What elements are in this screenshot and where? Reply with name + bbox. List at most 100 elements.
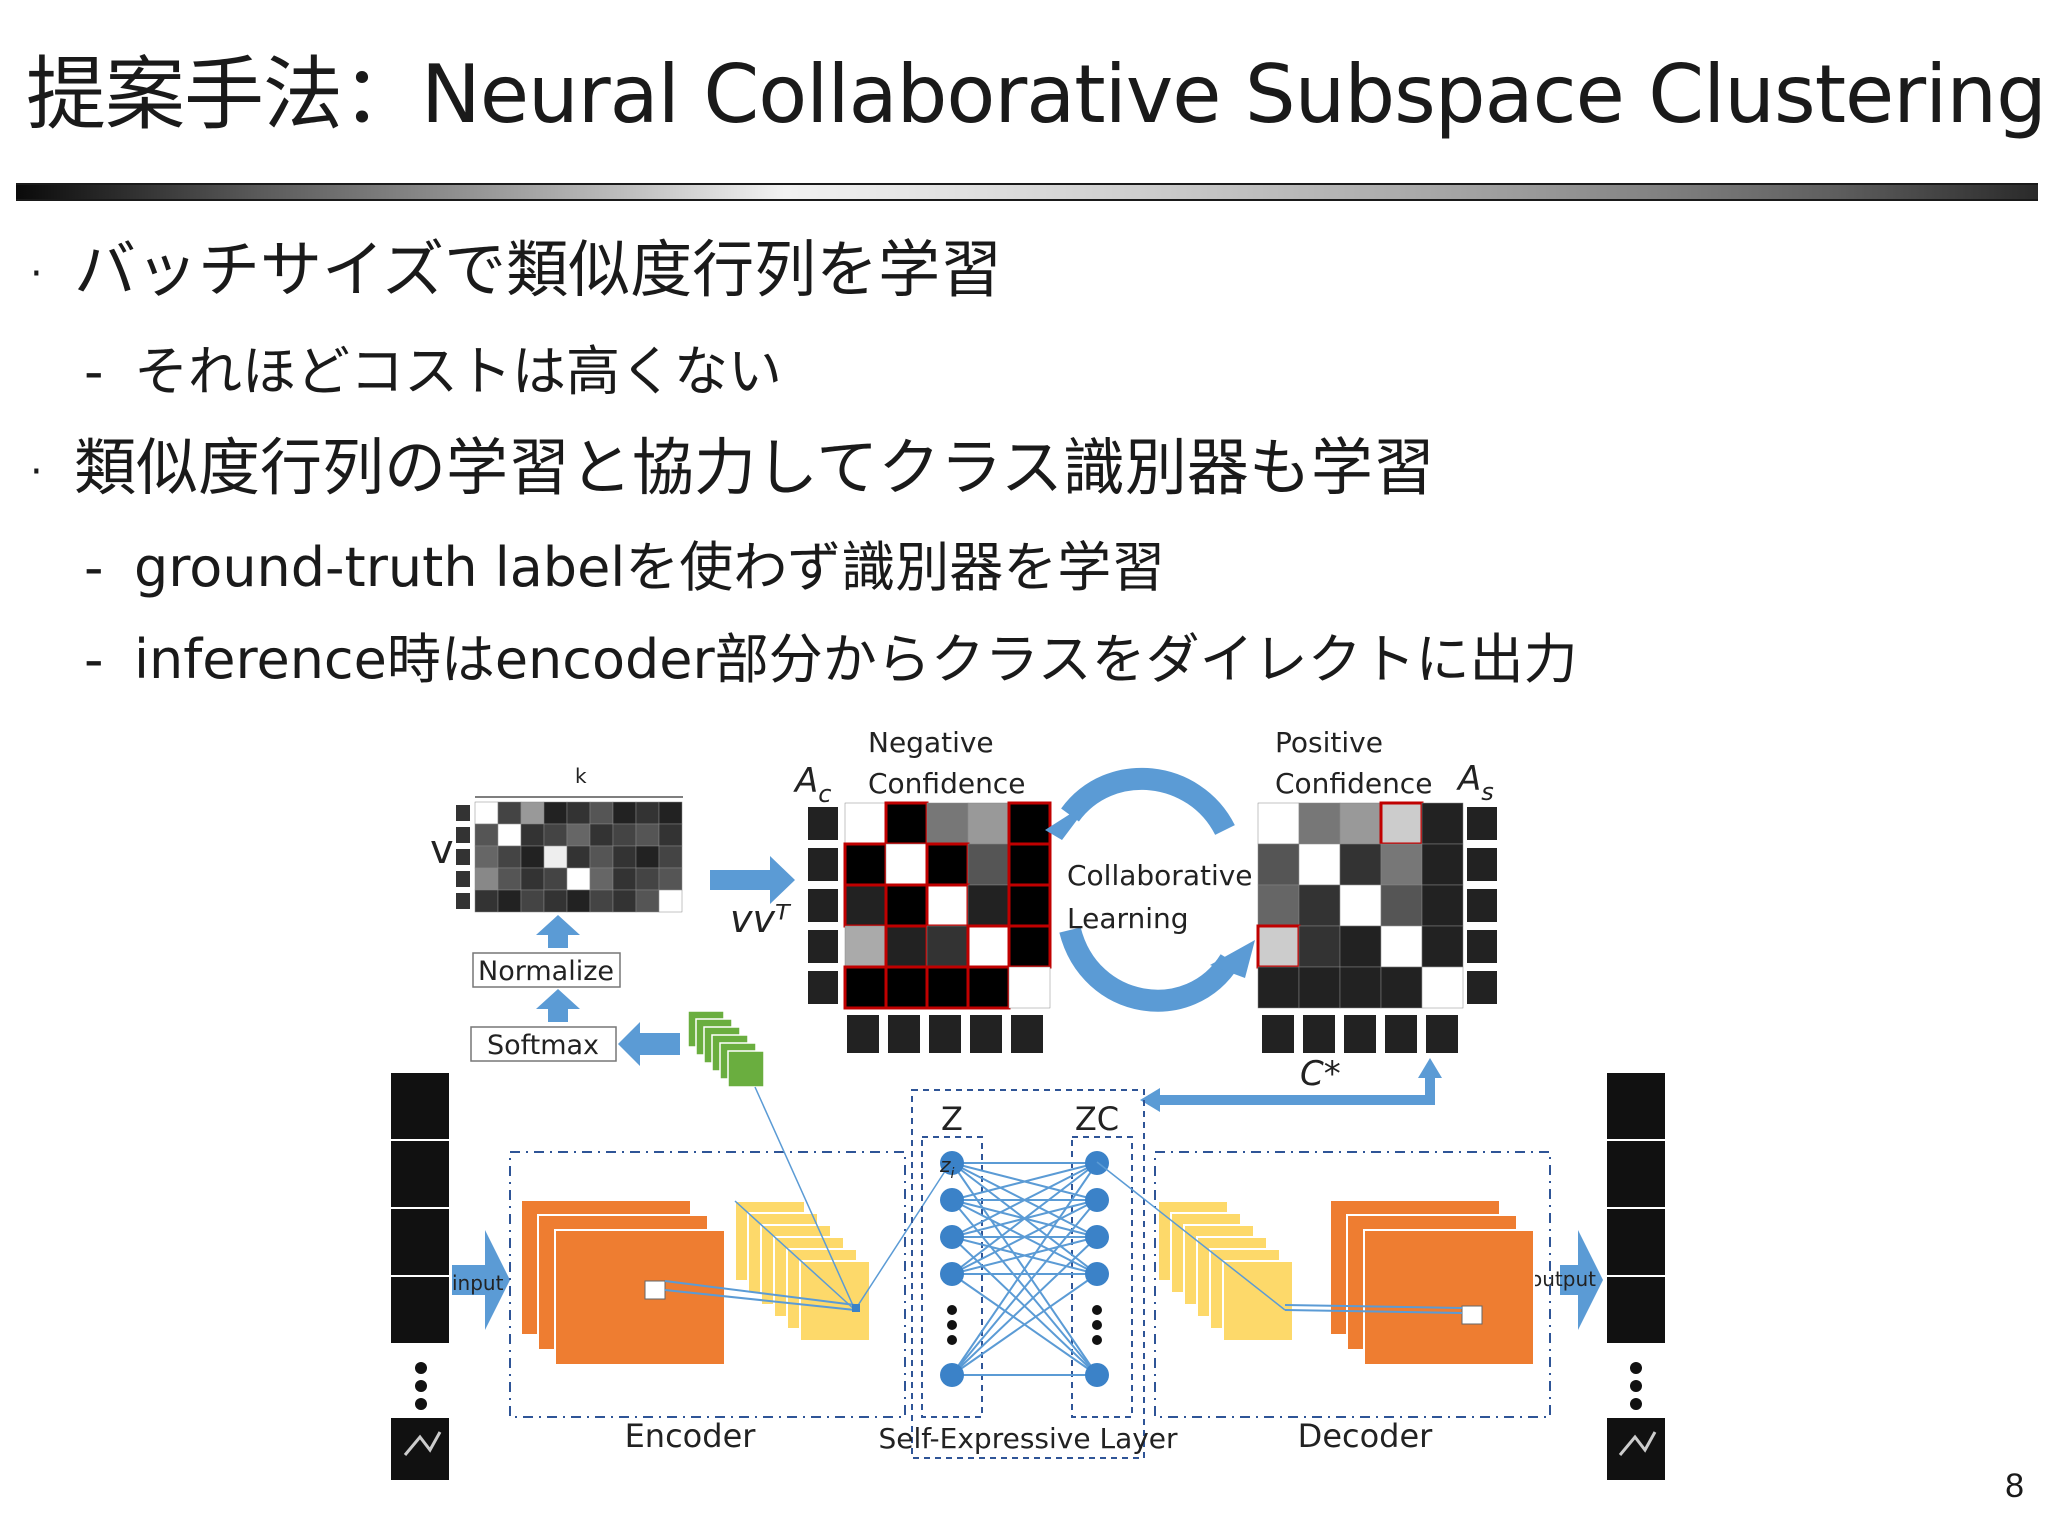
positive-confidence-cell [1339,843,1382,886]
zc-node [1085,1225,1109,1249]
negative-confidence-matrix [843,801,1052,1010]
thumbnail [1467,930,1497,963]
positive-confidence-cell [1256,924,1301,969]
v-matrix-cell [658,823,683,847]
thumbnail [1467,889,1497,922]
bullet-2-text: 類似度行列の学習と協力してクラス識別器も学習 [74,431,1435,504]
output-arrow-icon [1560,1230,1603,1330]
ellipsis-dot [947,1305,957,1315]
positive-confidence-cell [1339,802,1382,845]
k-label: k [575,764,587,788]
decoder-yellow-blocks [1157,1200,1294,1342]
negative-confidence-cell [884,801,929,846]
z-node [940,1363,964,1387]
v-matrix-cell [635,823,660,847]
thumbnail [1344,1015,1376,1053]
v-matrix-cell [589,801,614,825]
v-matrix-cell [566,801,591,825]
thumbnail [1426,1015,1458,1053]
z-node [940,1262,964,1286]
negative-confidence-cell [884,924,929,969]
positive-confidence-cell [1421,966,1464,1009]
v-label: v [430,827,454,873]
v-matrix-cell [543,889,568,913]
zc-node [1085,1262,1109,1286]
v-matrix-cell [566,867,591,891]
arrow-up-icon [536,915,580,948]
negative-confidence-cell [843,842,888,887]
positive-confidence-cell [1298,925,1341,968]
neg-label-line1: Negative [868,726,994,759]
self-expressive-edge [951,1162,1098,1201]
self-expressive-edge [951,1236,1098,1275]
sub-bullet-2-1-text: ground-truth labelを使わず識別器を学習 [134,536,1166,599]
arrow-right-icon [710,856,795,904]
z-column-box [921,1136,983,1418]
self-expressive-edge [951,1273,1098,1376]
pos-label-line1: Positive [1275,726,1383,759]
positive-confidence-cell [1339,966,1382,1009]
normalize-box [472,952,621,988]
v-matrix-cell [474,823,499,847]
negative-confidence-cell [926,925,969,968]
v-matrix-cell [474,889,499,913]
v-matrix-cell [658,845,683,869]
sub-bullet-2-1: -ground-truth labelを使わず識別器を学習 [84,533,1165,603]
softmax-box [470,1026,617,1062]
v-matrix-cell [497,889,522,913]
self-expressive-edge [951,1236,1098,1376]
v-matrix [474,801,683,913]
sub-bullet-2-2-text: inference時はencoder部分からクラスをダイレクトに出力 [134,628,1578,691]
thumbnail [970,1015,1002,1053]
negative-confidence-cell [967,802,1010,845]
v-matrix-cell [566,823,591,847]
decoder-orange-blocks [1329,1199,1535,1366]
self-expressive-box [911,1089,1145,1459]
positive-confidence-cell [1339,884,1382,927]
positive-confidence-cell [1298,843,1341,886]
v-matrix-cell [543,801,568,825]
positive-confidence-cell [1380,925,1423,968]
bullet-1-text: バッチサイズで類似度行列を学習 [74,233,1003,306]
positive-confidence-cell [1421,884,1464,927]
cstar-connector [1148,1075,1435,1105]
positive-confidence-cell [1421,843,1464,886]
v-matrix-cell [589,823,614,847]
negative-confidence-cell [1007,842,1052,887]
softmax-feature-stack [687,1010,765,1088]
arrow-left-icon [618,1022,680,1066]
input-label: input [452,1271,504,1295]
v-matrix-cell [635,867,660,891]
bullet-marker: · [30,448,43,495]
sub-bullet-1-1: -それほどコストは高くない [84,337,782,407]
z-node [940,1188,964,1212]
decoder-box [1154,1151,1551,1418]
collab-line1: Collaborative [1067,859,1253,892]
page-number: 8 [2005,1467,2024,1505]
v-matrix-cell [520,867,545,891]
v-matrix-cell [612,801,637,825]
positive-confidence-cell [1257,884,1300,927]
zc-node [1085,1151,1109,1175]
self-expressive-edge [951,1199,1098,1376]
thumbnail [1385,1015,1417,1053]
thumbnail [1467,848,1497,881]
self-expressive-edge [951,1162,1098,1275]
input-images [391,1073,449,1480]
self-expressive-edge [951,1199,1098,1275]
negative-confidence-cell [966,924,1011,969]
v-matrix-cell [566,889,591,913]
positive-confidence-cell [1257,966,1300,1009]
negative-confidence-cell [1007,801,1052,846]
softmax-label: Softmax [487,1030,599,1061]
zc-label: ZC [1075,1100,1119,1138]
v-matrix-cell [520,845,545,869]
positive-confidence-cell [1421,802,1464,845]
v-matrix-cell [566,845,591,869]
v-matrix-cell [497,867,522,891]
positive-confidence-cell [1257,802,1300,845]
positive-confidence-cell [1380,843,1423,886]
positive-confidence-cell [1298,802,1341,845]
negative-confidence-cell [844,802,887,845]
thumbnail [808,930,838,963]
